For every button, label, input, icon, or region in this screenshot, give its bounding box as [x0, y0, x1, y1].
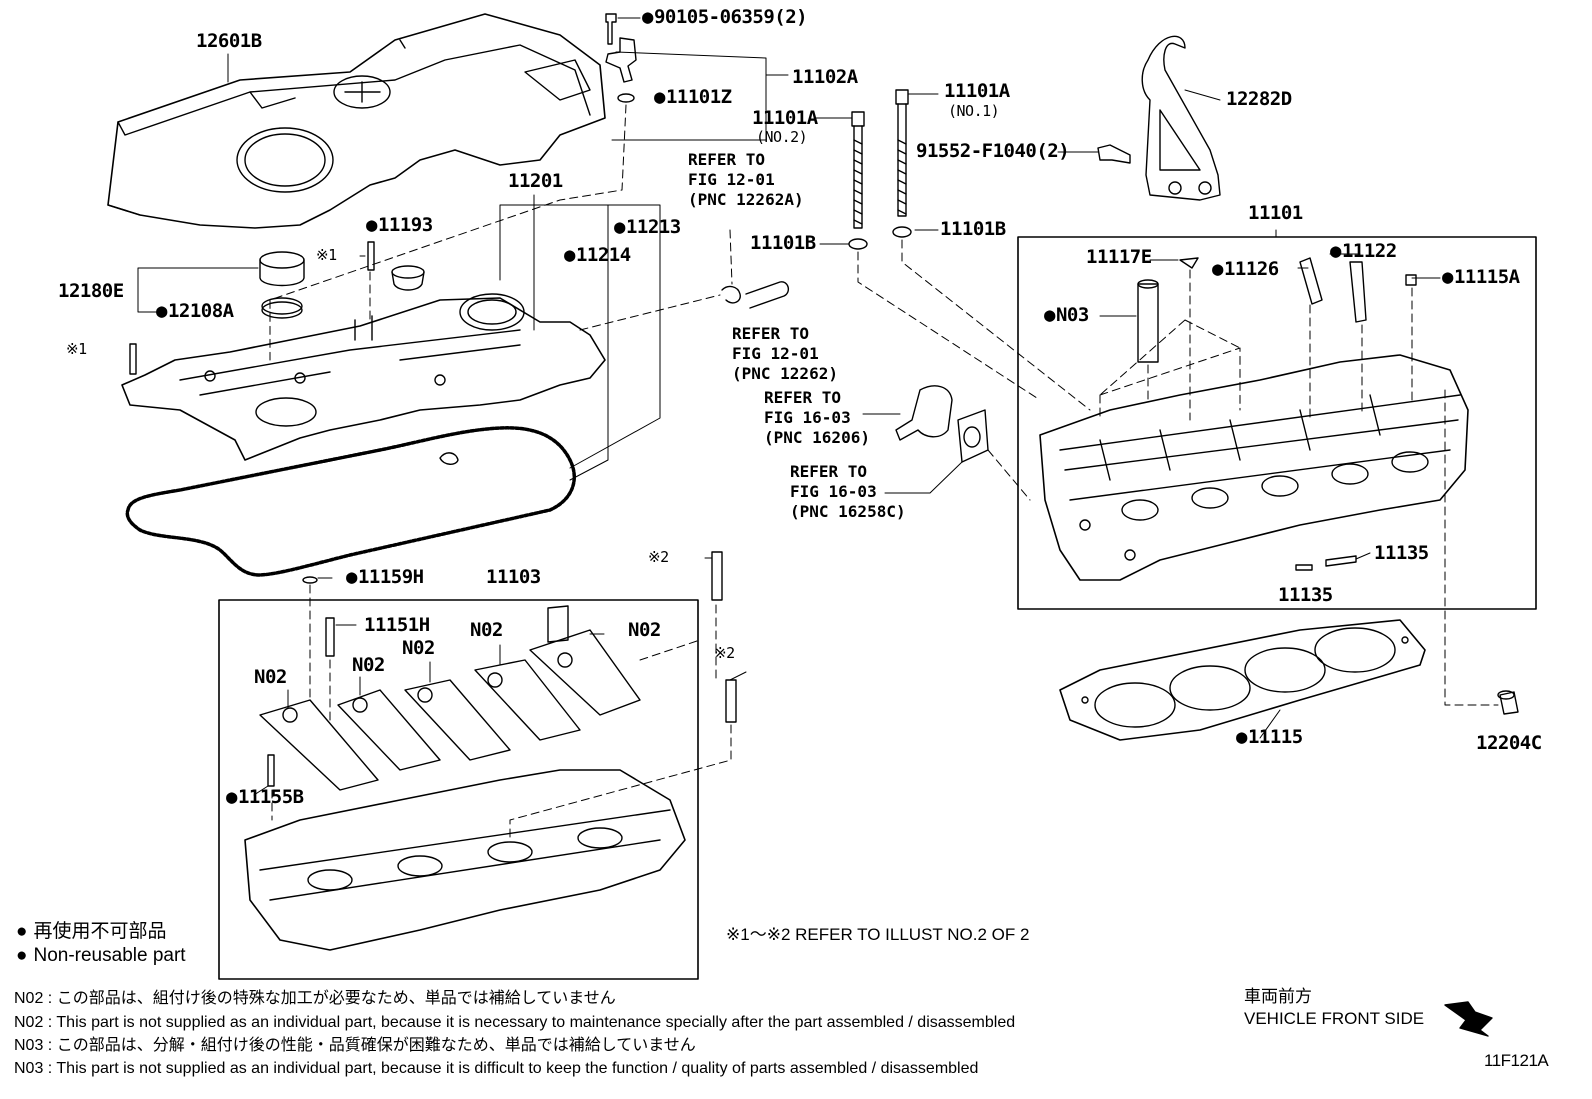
- label-11103: 11103: [486, 566, 541, 588]
- label-N02-3: N02: [402, 637, 435, 659]
- label-11151H: 11151H: [364, 614, 430, 636]
- legend-bullet-icon: ●: [16, 921, 28, 942]
- label-N03: N03: [1044, 306, 1089, 325]
- label-90105-06359: 90105-06359(2): [642, 8, 808, 27]
- bolt-no2-drawing: [848, 111, 868, 250]
- cover-gasket-drawing: [125, 426, 576, 577]
- label-11135-right: 11135: [1374, 542, 1429, 564]
- hose-drawing: [721, 281, 790, 309]
- label-ref-mark-1a: ※1: [316, 246, 337, 264]
- legend-jp: ●再使用不可部品: [16, 922, 167, 941]
- label-12180E: 12180E: [58, 280, 124, 302]
- label-11126: 11126: [1212, 260, 1279, 279]
- label-12108A: 12108A: [156, 302, 234, 321]
- camshaft-housing-drawing: [244, 769, 686, 951]
- cylinder-head-drawing: [1039, 257, 1469, 581]
- label-N02-1: N02: [470, 619, 503, 641]
- label-11F121A: 11F121A: [1484, 1051, 1549, 1070]
- oil-filler-cap-drawing: [129, 241, 425, 375]
- label-11159H: 11159H: [346, 568, 424, 587]
- bolt-no1-drawing: [892, 89, 912, 238]
- label-11155B: 11155B: [226, 788, 304, 807]
- label-no2: (NO.2): [756, 128, 808, 146]
- legend-bullet-icon: ●: [16, 945, 28, 966]
- label-N02-2: N02: [628, 619, 661, 641]
- label-11102A: 11102A: [792, 66, 858, 88]
- label-11101: 11101: [1248, 202, 1303, 224]
- cylinder-head-cover-drawing: [121, 293, 606, 465]
- legend-en: ●Non-reusable part: [16, 946, 186, 965]
- label-11122: 11122: [1330, 242, 1397, 261]
- refer-fig-12-01-b: REFER TO FIG 12-01 (PNC 12262): [732, 324, 838, 383]
- label-ref-mark-1b: ※1: [66, 340, 87, 358]
- label-11101Z: 11101Z: [654, 88, 732, 107]
- footnote-n03-en: N03 : This part is not supplied as an in…: [14, 1060, 979, 1077]
- refer-fig-16-03-b: REFER TO FIG 16-03 (PNC 16258C): [790, 462, 906, 521]
- head-gasket-drawing: [1059, 619, 1426, 741]
- footnote-n02-jp: N02 : この部品は、組付け後の特殊な加工が必要なため、単品では補給していませ…: [14, 990, 616, 1007]
- footnote-n02-en: N02 : This part is not supplied as an in…: [14, 1014, 1016, 1031]
- label-ref-mark-2a: ※2: [648, 548, 669, 566]
- refer-illust-note: ※1～※2 REFER TO ILLUST NO.2 OF 2: [726, 925, 1030, 944]
- label-91552-F1040: 91552-F1040(2): [916, 140, 1070, 162]
- front-arrow: [1444, 1001, 1493, 1037]
- label-11101A-no1: 11101A: [944, 80, 1010, 102]
- vehicle-front-en: VEHICLE FRONT SIDE: [1244, 1009, 1425, 1028]
- refer-fig-12-01-a: REFER TO FIG 12-01 (PNC 12262A): [688, 150, 804, 209]
- label-11214: 11214: [564, 246, 631, 265]
- dashed-alignment-lines: [269, 104, 1499, 841]
- label-11101A-no2: 11101A: [752, 107, 818, 129]
- plug-drawing: [1497, 690, 1519, 715]
- label-11115A: 11115A: [1442, 268, 1520, 287]
- label-11115: 11115: [1236, 728, 1303, 747]
- camshaft-housing-box: [218, 599, 699, 980]
- label-11201: 11201: [508, 170, 563, 192]
- legend-en-text: Non-reusable part: [33, 945, 186, 966]
- label-11135-bottom: 11135: [1278, 584, 1333, 606]
- label-11193: 11193: [366, 216, 433, 235]
- sensor-drawing: [605, 13, 789, 141]
- camshaft-bearing-caps-drawing: [259, 551, 737, 791]
- label-11117E: 11117E: [1086, 246, 1152, 268]
- label-11101B-right: 11101B: [940, 218, 1006, 240]
- vehicle-front-jp: 車両前方: [1244, 987, 1312, 1006]
- label-no1: (NO.1): [948, 102, 1000, 120]
- label-12204C: 12204C: [1476, 732, 1542, 754]
- vvt-valve-drawing: [895, 385, 989, 463]
- label-ref-mark-2b: ※2: [714, 644, 735, 662]
- label-11101B-left: 11101B: [750, 232, 816, 254]
- label-N02-5: N02: [254, 666, 287, 688]
- refer-fig-16-03-a: REFER TO FIG 16-03 (PNC 16206): [764, 388, 870, 447]
- legend-jp-text: 再使用不可部品: [33, 921, 167, 942]
- label-N02-4: N02: [352, 654, 385, 676]
- engine-hanger-drawing: [1097, 35, 1221, 201]
- label-12282D: 12282D: [1226, 88, 1292, 110]
- cylinder-head-box: [1017, 236, 1537, 610]
- engine-cover-drawing: [107, 13, 606, 229]
- label-11213: 11213: [614, 218, 681, 237]
- label-12601B: 12601B: [196, 30, 262, 52]
- footnote-n03-jp: N03 : この部品は、分解・組付け後の性能・品質確保が困難なため、単品では補給…: [14, 1037, 696, 1054]
